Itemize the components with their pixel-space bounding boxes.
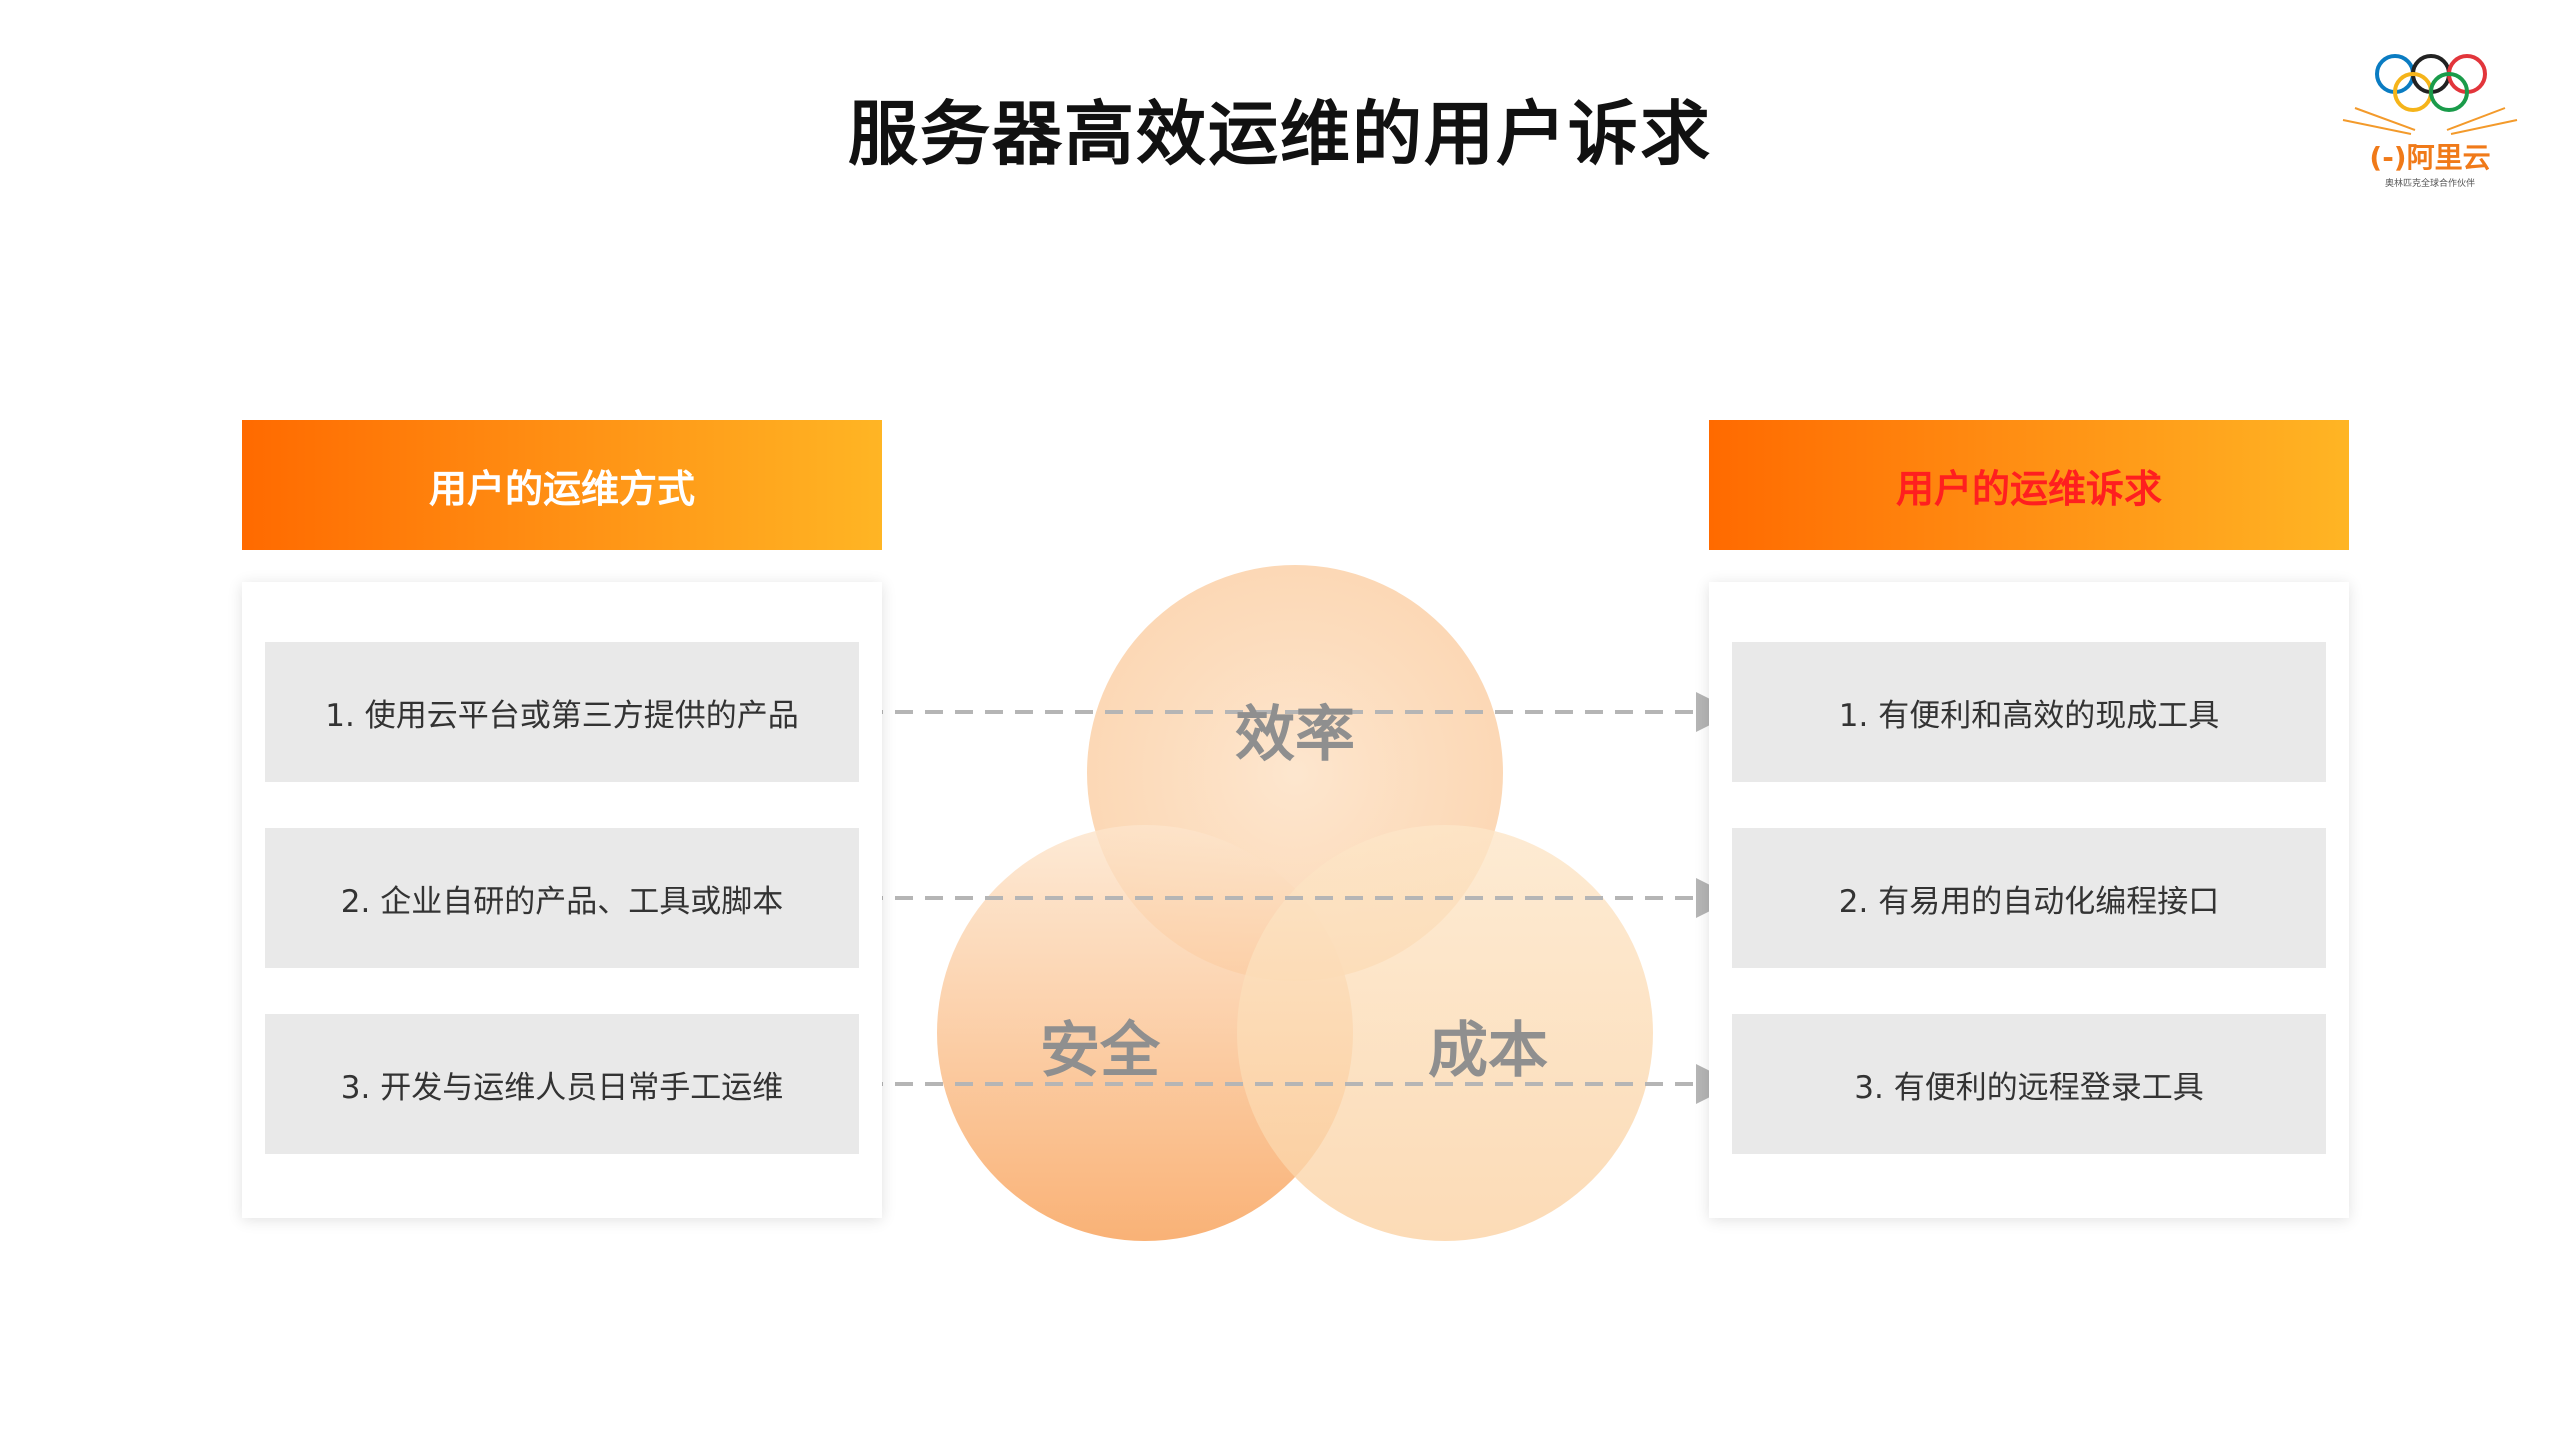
left-panel-header: 用户的运维方式 — [242, 420, 882, 550]
right-panel-header: 用户的运维诉求 — [1709, 420, 2349, 550]
venn-circle-top — [1087, 565, 1503, 981]
right-item-1: 1. 有便利和高效的现成工具 — [1732, 642, 2326, 782]
alibaba-cloud-olympic-logo: (-)阿里云 奥林匹克全球合作伙伴 — [2335, 48, 2525, 198]
left-panel: 1. 使用云平台或第三方提供的产品 2. 企业自研的产品、工具或脚本 3. 开发… — [242, 582, 882, 1218]
page-title: 服务器高效运维的用户诉求 — [848, 93, 1712, 175]
right-item-3: 3. 有便利的远程登录工具 — [1732, 1014, 2326, 1154]
left-item-3: 3. 开发与运维人员日常手工运维 — [265, 1014, 859, 1154]
right-item-2: 2. 有易用的自动化编程接口 — [1732, 828, 2326, 968]
left-item-2: 2. 企业自研的产品、工具或脚本 — [265, 828, 859, 968]
logo-brand-text: (-)阿里云 — [2369, 141, 2491, 174]
olympic-rings-icon — [2342, 54, 2518, 135]
venn-label-right: 成本 — [1428, 1016, 1548, 1086]
venn-label-left: 安全 — [1040, 1016, 1160, 1086]
venn-label-top: 效率 — [1235, 700, 1355, 770]
logo-tagline: 奥林匹克全球合作伙伴 — [2384, 179, 2475, 189]
left-item-1: 1. 使用云平台或第三方提供的产品 — [265, 642, 859, 782]
right-panel: 1. 有便利和高效的现成工具 2. 有易用的自动化编程接口 3. 有便利的远程登… — [1709, 582, 2349, 1218]
